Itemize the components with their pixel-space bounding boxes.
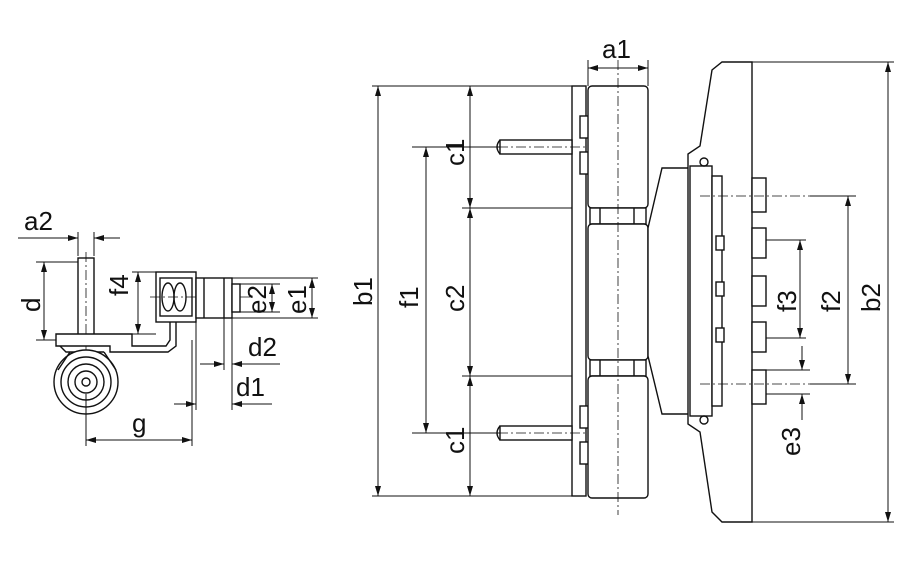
- front-view: [480, 60, 810, 523]
- dimension-d1: d1: [174, 318, 272, 410]
- frame-plate: [571, 85, 587, 497]
- dimension-f2: f2: [810, 195, 856, 385]
- dimension-e1: e1: [232, 277, 318, 319]
- dimension-e2: e2: [240, 283, 280, 314]
- label-c2: c2: [440, 285, 470, 312]
- label-g: g: [132, 408, 146, 438]
- side-view: [53, 252, 250, 415]
- dimension-f4: f4: [104, 271, 156, 335]
- dimension-e3: e3: [766, 346, 810, 456]
- label-e2: e2: [242, 285, 272, 314]
- dimension-b2: b2: [752, 61, 894, 523]
- dimension-g: g: [85, 340, 193, 446]
- dimension-d2: d2: [200, 318, 280, 370]
- label-e1: e1: [282, 285, 312, 314]
- label-b1: b1: [348, 277, 378, 306]
- dimension-d: d: [16, 261, 78, 341]
- dimension-c2: c2: [440, 208, 572, 377]
- connector-wedge: [647, 167, 691, 415]
- dimension-f1: f1: [394, 146, 500, 434]
- label-f3: f3: [772, 290, 802, 312]
- label-f2: f2: [816, 290, 846, 312]
- label-d: d: [16, 298, 46, 312]
- dimension-a2: a2: [18, 206, 120, 256]
- side-cylinder: [195, 277, 233, 319]
- label-a2: a2: [24, 206, 53, 236]
- label-d2: d2: [248, 332, 277, 362]
- dimension-c1-top: c1: [440, 86, 572, 209]
- label-d1: d1: [236, 372, 265, 402]
- label-e3: e3: [776, 427, 806, 456]
- dimension-a1: a1: [587, 34, 649, 86]
- label-f4: f4: [104, 274, 134, 296]
- label-c1-top: c1: [440, 139, 470, 166]
- label-a1: a1: [602, 34, 631, 64]
- label-f1: f1: [394, 286, 424, 308]
- dimension-f3: f3: [766, 239, 806, 339]
- label-b2: b2: [856, 283, 886, 312]
- dimension-c1-bottom: c1: [440, 376, 473, 496]
- label-c1-bottom: c1: [440, 427, 470, 454]
